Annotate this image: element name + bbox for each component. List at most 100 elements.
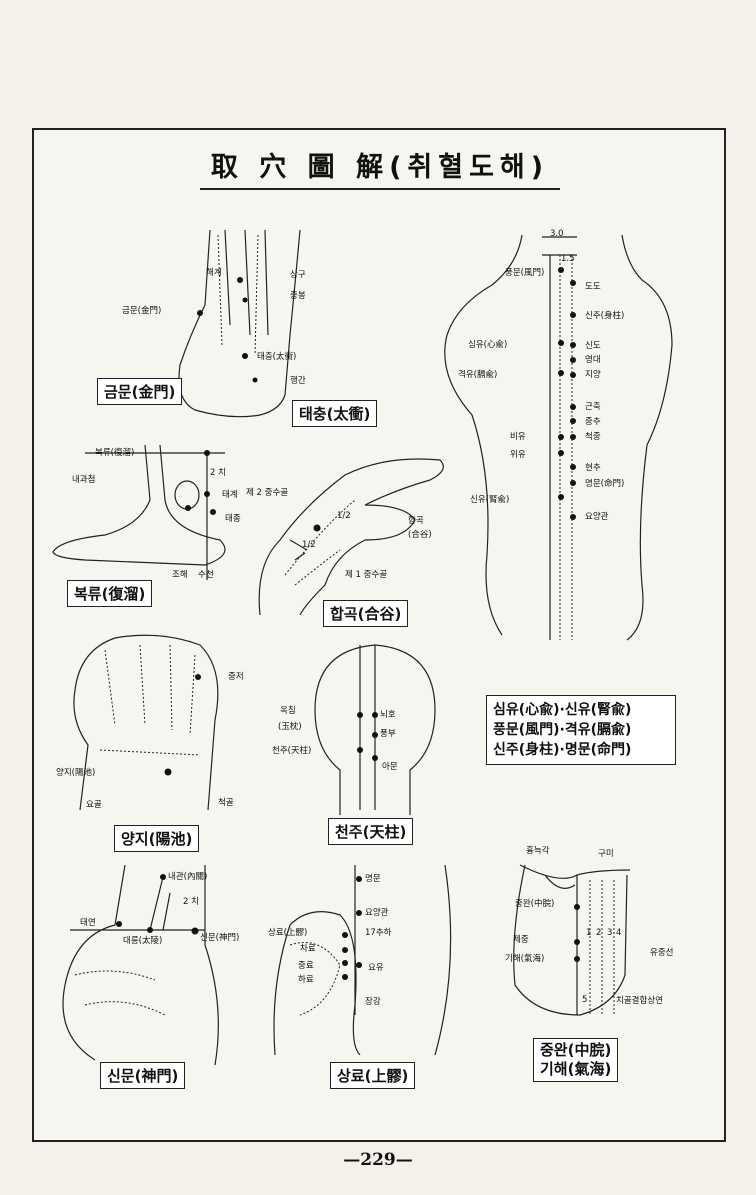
back-figure [432,225,682,645]
label-sinju: 신주(身柱) [585,311,625,321]
label-jungwan: 중완(中脘) [515,899,555,909]
caption-hapgok: 합곡(合谷) [323,600,409,627]
info-line-3: 신주(身柱)·명문(命門) [493,742,632,758]
label-wiyu: 위유 [510,450,526,460]
label-amun: 아문 [382,762,398,772]
caption-cheonju: 천주(天柱) [328,818,414,845]
label-yoyanggwan-back: 요양관 [585,512,609,522]
label-taegye: 태계 [222,490,238,500]
label-okchim: 옥침 [280,706,296,716]
label-gihae: 기해(氣海) [505,954,545,964]
label-2chi-wrist: 2 치 [183,897,199,907]
label-geunchuk: 근축 [585,402,601,412]
caption-bongnyu: 복류(復溜) [67,580,153,607]
label-num-1: 1 [586,928,592,938]
label-cheonju: 천주(天柱) [272,746,312,756]
caption-jungwan-gihae: 중완(中脘) 기해(氣海) [533,1038,619,1082]
label-sucheon: 수천 [198,570,214,580]
head-back-figure [300,640,450,815]
label-2chi-ankle: 2 치 [210,468,226,478]
label-half-lower: 1/2 [302,540,316,550]
label-hyeonchu: 현추 [585,463,601,473]
label-charyo: 차료 [300,944,316,954]
label-hapgok: 합곡 [408,516,424,526]
label-je1-jungsugol: 제 1 중수골 [345,570,388,580]
label-noeho: 뇌호 [380,710,396,720]
caption-yangji: 양지(陽池) [114,825,200,852]
label-gumi: 구미 [598,849,614,859]
page-number: —229— [343,1150,413,1170]
label-haenggan: 행간 [290,376,306,386]
label-sinmun: 신문(神門) [200,933,240,943]
label-biyu: 비유 [510,432,526,442]
label-naegwan: 내관(內關) [168,872,208,882]
label-hapgok-hanja: (合谷) [408,530,432,540]
label-jungbong: 중봉 [290,291,306,301]
label-dim-1-5: 1.5 [561,254,575,264]
label-myeongmun-sacrum: 명문 [365,874,381,884]
info-line-1: 심유(心兪)·신유(腎兪) [493,702,632,718]
label-num-2: 2 [596,928,602,938]
label-taechung: 태충(太衝) [257,352,297,362]
label-taeyeon: 태연 [80,918,96,928]
label-num-5: 5 [582,995,588,1005]
acupoint-info-box: 심유(心兪)·신유(腎兪) 풍문(風門)·격유(膈兪) 신주(身柱)·명문(命門… [486,695,676,765]
caption-sinmun: 신문(神門) [100,1062,186,1089]
label-pungmun: 풍문(風門) [505,268,545,278]
page-title: 取 穴 圖 解(취혈도해) [200,148,560,190]
label-myeongmun: 명문(命門) [585,479,625,489]
label-dim-3: 3.0 [550,229,564,239]
label-haryo: 하료 [298,975,314,985]
sacrum-figure [270,865,470,1055]
label-jejung: 제중 [513,935,529,945]
label-sangryo: 상료(上髎) [268,928,308,938]
label-half-upper: 1/2 [337,511,351,521]
label-cheokgol: 척골 [218,798,234,808]
label-sanggu: 상구 [290,270,306,280]
label-yogol: 요골 [86,800,102,810]
wrist-back-figure [60,630,235,810]
label-taejong: 태종 [225,514,241,524]
label-jungryo: 중료 [298,961,314,971]
label-johae: 조해 [172,570,188,580]
label-cheokjung: 척중 [585,432,601,442]
label-jungchu: 중추 [585,417,601,427]
label-pungbu: 풍부 [380,729,396,739]
label-simyu: 심유(心兪) [468,340,508,350]
caption-taechung: 태충(太衝) [292,400,378,427]
hand-hegu-figure [245,445,455,615]
label-sindo: 신도 [585,341,601,351]
caption-jungwan: 중완(中脘) [540,1041,612,1059]
label-yangji: 양지(陽池) [56,768,96,778]
label-yeongdae: 영대 [585,355,601,365]
label-jiyang: 지양 [585,370,601,380]
label-janggang: 장강 [365,997,381,1007]
label-dodo: 도도 [585,282,601,292]
label-heungneukgak: 흉늑각 [526,846,550,856]
label-je2-jungsugol: 제 2 중수골 [246,488,289,498]
wrist-front-figure [55,865,225,1065]
label-yoyanggwan: 요양관 [365,908,389,918]
ankle-figure [45,440,245,590]
info-line-2: 풍문(風門)·격유(膈兪) [493,722,632,738]
label-okchim-hanja: (玉枕) [278,722,302,732]
label-num-4: 4 [616,928,622,938]
foot-top-figure [170,225,370,425]
label-geummun: 금문(金門) [122,306,162,316]
label-bongnyu: 복류(復溜) [95,448,135,458]
label-chigol: 치골결합상연 [616,996,663,1006]
caption-geummun: 금문(金門) [97,378,183,405]
label-haegye: 해계 [206,268,222,278]
label-jungjeo: 중저 [228,672,244,682]
label-num-3: 3 [607,928,613,938]
label-yoyu: 요유 [368,963,384,973]
caption-sangryo: 상료(上髎) [330,1062,416,1089]
label-sinyu: 신유(腎兪) [470,495,510,505]
label-yujungseon: 유중선 [650,948,674,958]
label-gyeokyu: 격유(膈兪) [458,370,498,380]
caption-gihae: 기해(氣海) [540,1060,612,1078]
label-naegwacheom: 내과첨 [72,475,96,485]
label-daereung: 대릉(太陵) [123,936,163,946]
label-17chuha: 17추하 [365,928,392,938]
abdomen-figure [505,855,635,1025]
